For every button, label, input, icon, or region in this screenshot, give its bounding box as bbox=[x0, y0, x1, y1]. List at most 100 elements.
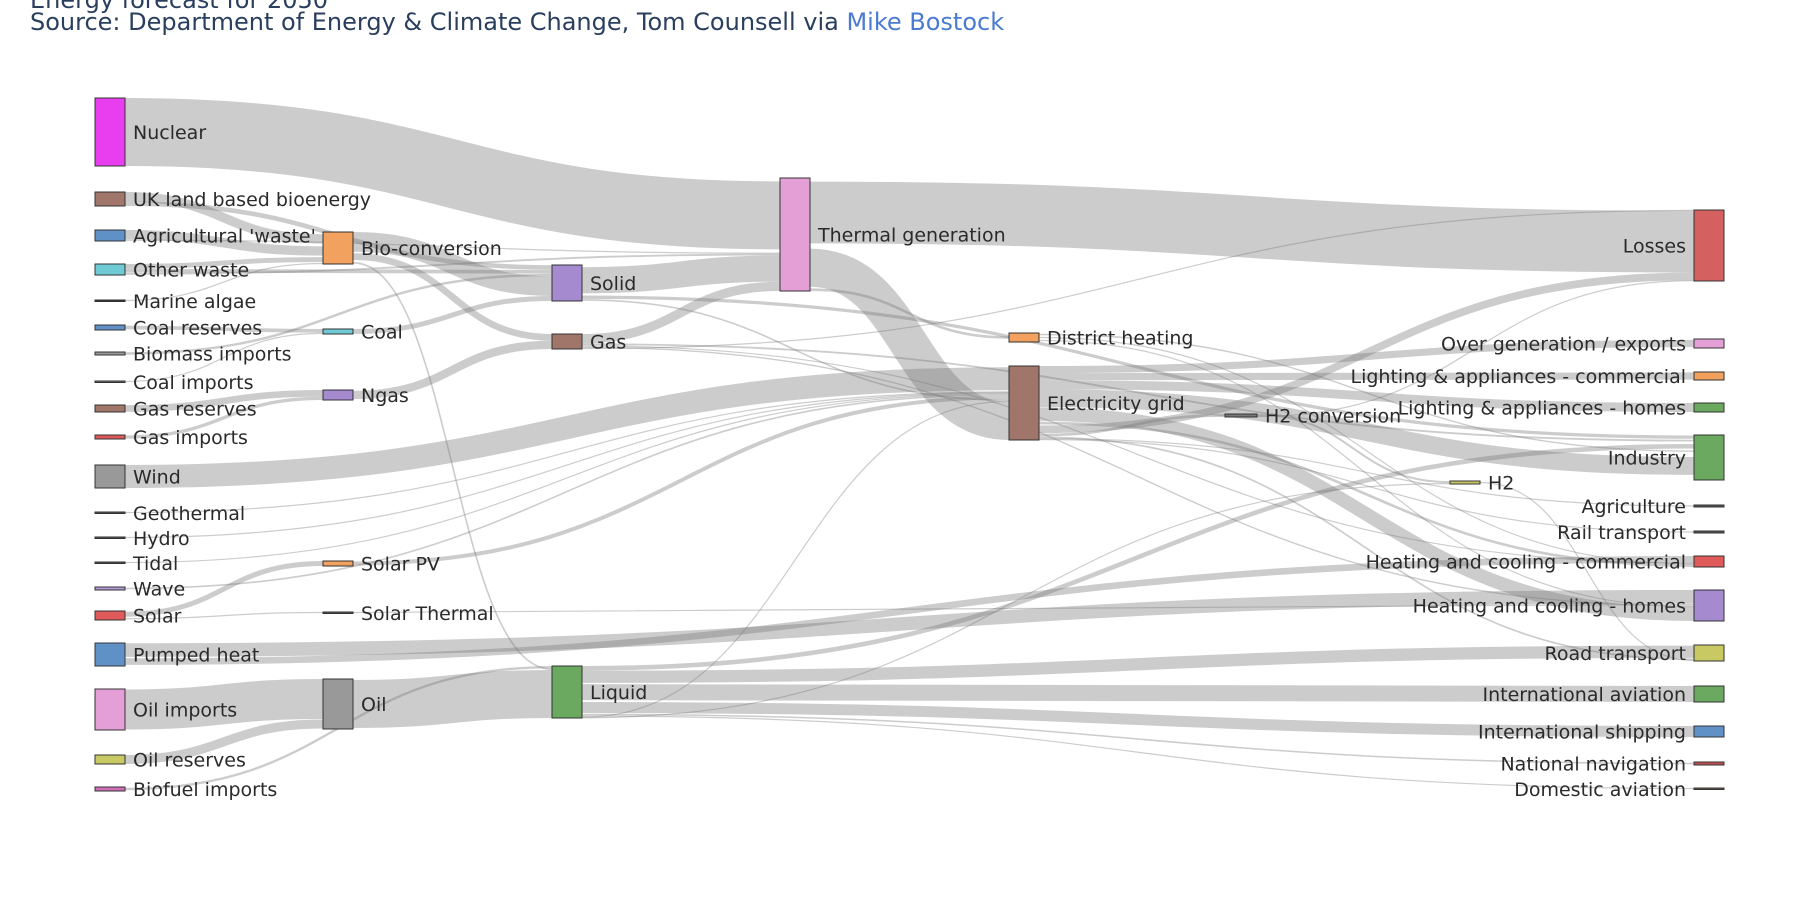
node-oil[interactable]: Oil bbox=[322, 678, 387, 730]
node-bar-pumped-heat[interactable] bbox=[94, 642, 126, 667]
link-agri_waste-to-thermal_generation[interactable] bbox=[124, 239, 781, 254]
node-agriculture[interactable]: Agriculture bbox=[1582, 496, 1725, 518]
node-bar-agri-waste[interactable] bbox=[94, 229, 126, 242]
link-h2_conversion-to-losses[interactable] bbox=[1256, 280, 1695, 418]
node-solar-thermal[interactable]: Solar Thermal bbox=[322, 603, 494, 625]
node-bar-uk-bio[interactable] bbox=[94, 191, 126, 207]
node-bar-coal-imports[interactable] bbox=[94, 380, 126, 383]
link-gas-to-heating_commercial[interactable] bbox=[581, 345, 1695, 564]
node-bar-coal-reserves[interactable] bbox=[94, 324, 126, 331]
link-ngas-to-gas[interactable] bbox=[352, 340, 553, 400]
node-national-navigation[interactable]: National navigation bbox=[1500, 754, 1725, 776]
link-solid-to-electricity_grid[interactable] bbox=[581, 299, 1010, 402]
node-bar-wind[interactable] bbox=[94, 464, 126, 489]
link-oil-to-liquid[interactable] bbox=[352, 670, 553, 728]
node-bar-other-waste[interactable] bbox=[94, 263, 126, 276]
link-marine_algae-to-bio_conversion[interactable] bbox=[124, 262, 324, 302]
subtitle-link-mike-bostock[interactable]: Mike Bostock bbox=[846, 8, 1005, 36]
node-bar-biomass-imports[interactable] bbox=[94, 351, 126, 356]
link-thermal_generation-to-district_heating[interactable] bbox=[809, 288, 1010, 339]
link-bio_conversion-to-liquid[interactable] bbox=[352, 261, 553, 670]
node-coal-reserves[interactable]: Coal reserves bbox=[94, 318, 262, 340]
link-electricity_grid-to-heating_homes[interactable] bbox=[1038, 407, 1695, 621]
link-nuclear-to-thermal_generation[interactable] bbox=[124, 98, 781, 250]
node-bio-conversion[interactable]: Bio-conversion bbox=[322, 231, 502, 265]
link-gas-to-thermal_generation[interactable] bbox=[581, 281, 781, 344]
node-bar-geothermal[interactable] bbox=[94, 511, 126, 514]
node-bar-oil-imports[interactable] bbox=[94, 688, 126, 731]
link-solid-to-industry[interactable] bbox=[581, 295, 1695, 439]
link-gas-to-heating_homes[interactable] bbox=[581, 346, 1695, 607]
node-bar-coal[interactable] bbox=[322, 328, 354, 335]
node-bar-tidal[interactable] bbox=[94, 561, 126, 564]
node-bar-solar-pv[interactable] bbox=[322, 560, 354, 567]
link-uk_bio-to-bio_conversion[interactable] bbox=[124, 192, 324, 244]
node-oil-imports[interactable]: Oil imports bbox=[94, 688, 237, 731]
node-bar-wave[interactable] bbox=[94, 586, 126, 591]
node-bar-solid[interactable] bbox=[551, 264, 583, 302]
node-other-waste[interactable]: Other waste bbox=[94, 260, 249, 282]
node-geothermal[interactable]: Geothermal bbox=[94, 503, 245, 525]
node-bar-international-aviation[interactable] bbox=[1693, 685, 1725, 703]
link-biomass_imports-to-solid[interactable] bbox=[124, 273, 553, 355]
link-oil_imports-to-oil[interactable] bbox=[124, 679, 324, 730]
node-bar-liquid[interactable] bbox=[551, 665, 583, 719]
node-bar-lighting-commercial[interactable] bbox=[1693, 371, 1725, 381]
link-coal_imports-to-coal[interactable] bbox=[124, 332, 324, 383]
node-bar-gas-imports[interactable] bbox=[94, 434, 126, 440]
node-bar-losses[interactable] bbox=[1693, 209, 1725, 282]
node-over-generation[interactable]: Over generation / exports bbox=[1441, 334, 1725, 356]
node-industry[interactable]: Industry bbox=[1608, 434, 1725, 481]
link-electricity_grid-to-road_transport[interactable] bbox=[1038, 436, 1695, 661]
node-liquid[interactable]: Liquid bbox=[551, 665, 647, 719]
link-bio_conversion-to-gas[interactable] bbox=[352, 253, 553, 341]
link-electricity_grid-to-rail_transport[interactable] bbox=[1038, 438, 1695, 533]
node-lighting-commercial[interactable]: Lighting & appliances - commercial bbox=[1351, 366, 1725, 388]
link-other_waste-to-solid[interactable] bbox=[124, 268, 553, 274]
link-other_waste-to-thermal_generation[interactable] bbox=[124, 253, 781, 275]
node-biofuel-imports[interactable]: Biofuel imports bbox=[94, 779, 277, 801]
node-bar-hydro[interactable] bbox=[94, 536, 126, 539]
node-international-shipping[interactable]: International shipping bbox=[1478, 722, 1725, 744]
node-bar-marine-algae[interactable] bbox=[94, 299, 126, 302]
link-h2_conversion-to-h2[interactable] bbox=[1256, 414, 1451, 484]
node-biomass-imports[interactable]: Biomass imports bbox=[94, 344, 292, 366]
node-road-transport[interactable]: Road transport bbox=[1544, 643, 1725, 665]
link-liquid-to-national_navigation[interactable] bbox=[581, 713, 1695, 765]
link-solid-to-thermal_generation[interactable] bbox=[581, 255, 781, 294]
link-pumped_heat-to-heating_homes[interactable] bbox=[124, 590, 1695, 657]
node-bar-nuclear[interactable] bbox=[94, 97, 126, 167]
node-bar-gas[interactable] bbox=[551, 333, 583, 350]
node-wave[interactable]: Wave bbox=[94, 579, 185, 601]
link-district_heating-to-heating_homes[interactable] bbox=[1038, 339, 1695, 608]
link-gas-to-industry[interactable] bbox=[581, 343, 1695, 442]
link-h2-to-road_transport[interactable] bbox=[1479, 481, 1695, 662]
node-domestic-aviation[interactable]: Domestic aviation bbox=[1514, 779, 1725, 801]
node-agri-waste[interactable]: Agricultural 'waste' bbox=[94, 226, 316, 248]
node-losses[interactable]: Losses bbox=[1623, 209, 1725, 282]
link-tidal-to-electricity_grid[interactable] bbox=[124, 392, 1010, 564]
link-thermal_generation-to-electricity_grid[interactable] bbox=[808, 248, 1011, 440]
node-coal-imports[interactable]: Coal imports bbox=[94, 372, 254, 394]
link-electricity_grid-to-over_generation[interactable] bbox=[1038, 339, 1695, 374]
node-bar-rail-transport[interactable] bbox=[1693, 530, 1725, 534]
node-heating-commercial[interactable]: Heating and cooling - commercial bbox=[1366, 552, 1725, 574]
node-gas-imports[interactable]: Gas imports bbox=[94, 427, 248, 449]
node-solar-pv[interactable]: Solar PV bbox=[322, 554, 440, 576]
link-electricity_grid-to-h2_conversion[interactable] bbox=[1038, 414, 1226, 437]
link-solar-to-solar_pv[interactable] bbox=[124, 561, 324, 617]
node-electricity-grid[interactable]: Electricity grid bbox=[1008, 365, 1185, 441]
node-bar-solar[interactable] bbox=[94, 610, 126, 621]
link-liquid-to-domestic_aviation[interactable] bbox=[581, 715, 1695, 790]
node-bar-thermal-generation[interactable] bbox=[779, 177, 811, 292]
node-pumped-heat[interactable]: Pumped heat bbox=[94, 642, 259, 667]
link-agri_waste-to-bio_conversion[interactable] bbox=[124, 229, 324, 256]
link-gas_reserves-to-ngas[interactable] bbox=[124, 389, 324, 412]
node-bar-solar-thermal[interactable] bbox=[322, 611, 354, 614]
link-electricity_grid-to-losses[interactable] bbox=[1038, 272, 1695, 434]
node-bar-oil[interactable] bbox=[322, 678, 354, 730]
link-liquid-to-industry[interactable] bbox=[581, 443, 1695, 671]
node-bar-lighting-homes[interactable] bbox=[1693, 402, 1725, 413]
node-solid[interactable]: Solid bbox=[551, 264, 636, 302]
node-bar-road-transport[interactable] bbox=[1693, 644, 1725, 662]
